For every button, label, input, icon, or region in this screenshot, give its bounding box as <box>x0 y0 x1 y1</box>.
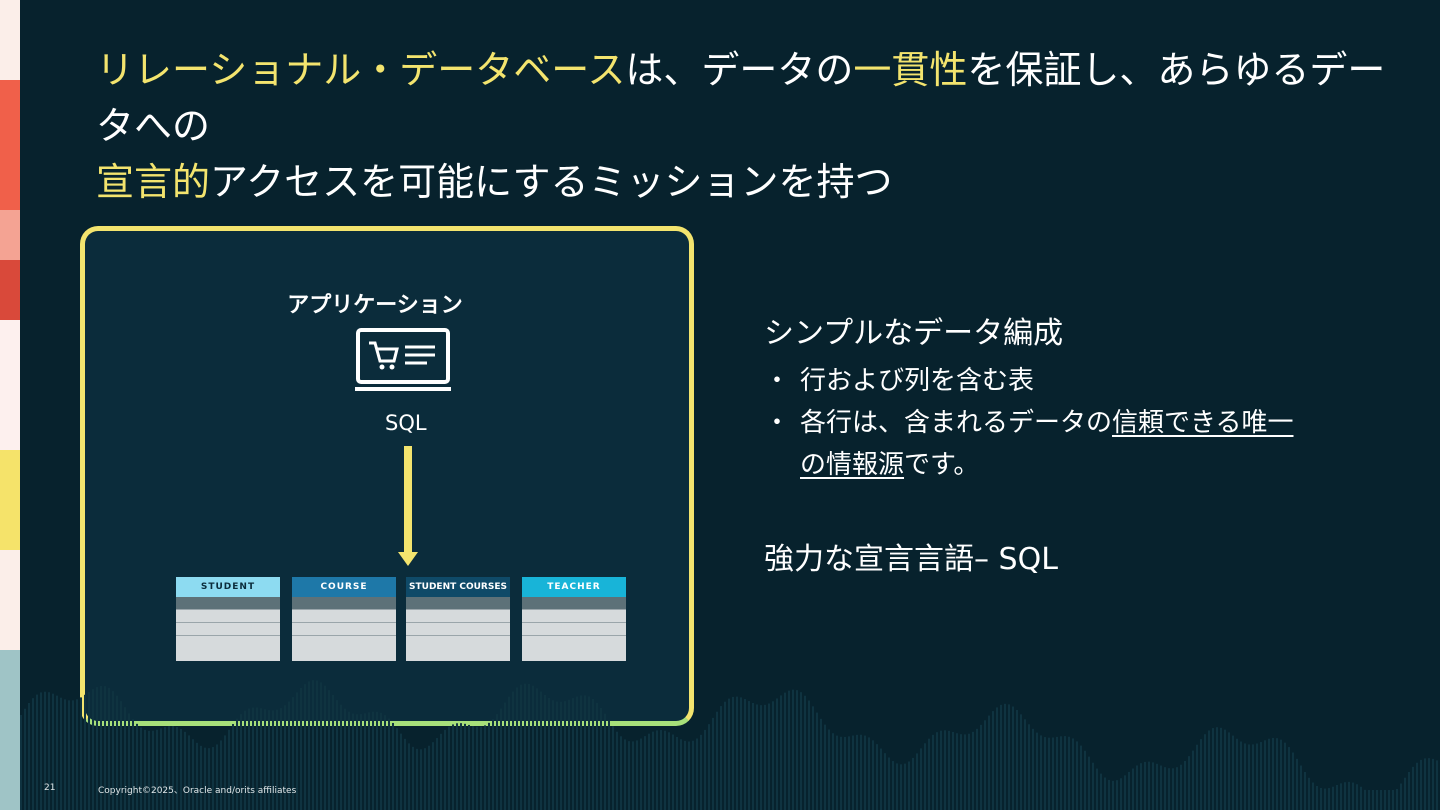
title-part: 宣言的 <box>96 160 211 204</box>
table-teacher: TEACHER <box>522 577 626 661</box>
bullet-text: 各行は、含まれるデータの <box>800 408 1113 438</box>
bullet-list: ・ 行および列を含む表 ・ 各行は、含まれるデータの信頼できる唯一の情報源です。 <box>764 360 1384 486</box>
table-header: STUDENT COURSES <box>406 577 510 597</box>
app-label: アプリケーション <box>287 293 463 318</box>
underlined-text: の情報源 <box>800 450 905 480</box>
title-part: を保証し、あらゆるデータへの <box>96 48 1386 148</box>
slide-title: リレーショナル・データベースは、データの一貫性を保証し、あらゆるデータへの宣言的… <box>96 42 1406 210</box>
page-number: 21 <box>44 783 56 793</box>
heading-simple-data: シンプルなデータ編成 <box>764 316 1064 351</box>
heading-sql: 強力な宣言言語– SQL <box>764 542 1058 577</box>
list-item: ・ 各行は、含まれるデータの信頼できる唯一の情報源です。 <box>764 402 1384 486</box>
title-part: 一貫性 <box>853 48 968 92</box>
table-header: STUDENT <box>176 577 280 597</box>
copyright-text: Copyright©2025、Oracle and/orits affiliat… <box>98 786 297 796</box>
table-student: STUDENT <box>176 577 280 661</box>
bullet-dot: ・ <box>764 366 791 396</box>
shopping-cart-screen-icon <box>355 328 451 391</box>
down-arrow-icon <box>398 446 418 566</box>
bullet-text: です。 <box>904 450 980 480</box>
decorative-bars <box>20 680 1438 810</box>
table-header: TEACHER <box>522 577 626 597</box>
title-part: リレーショナル・データベース <box>96 48 626 92</box>
underlined-text: 信頼できる唯一 <box>1112 408 1294 438</box>
title-part: アクセスを可能にするミッションを持つ <box>210 160 893 204</box>
table-course: COURSE <box>292 577 396 661</box>
diagram-panel: アプリケーション SQL STUDENT COURSE STUDENT COUR… <box>80 226 694 726</box>
decorative-side-stripe <box>0 0 20 810</box>
bullet-text: 行および列を含む表 <box>800 366 1035 396</box>
table-header: COURSE <box>292 577 396 597</box>
table-student-courses: STUDENT COURSES <box>406 577 510 661</box>
bullet-dot: ・ <box>764 408 791 438</box>
title-part: は、データの <box>625 48 854 92</box>
list-item: ・ 行および列を含む表 <box>764 360 1384 402</box>
sql-label: SQL <box>385 411 427 435</box>
